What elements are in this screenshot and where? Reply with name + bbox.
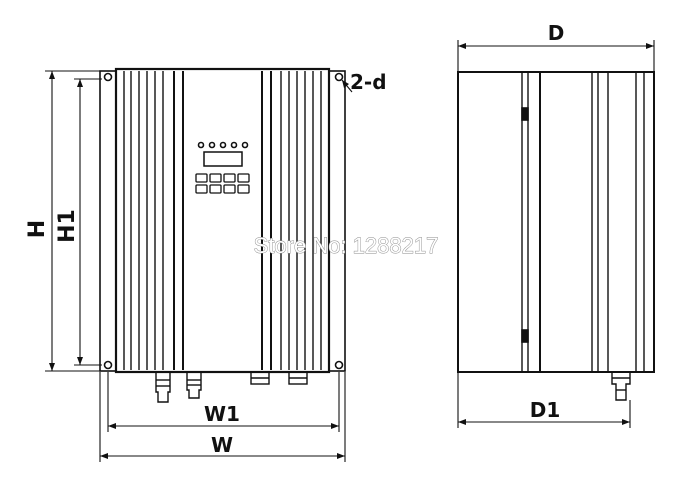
side-view <box>457 71 655 401</box>
led-icon <box>208 141 216 149</box>
side-dimensions <box>457 40 655 428</box>
height-inner-label: H1 <box>55 209 80 243</box>
bracket-tab <box>521 107 529 121</box>
height-label: H <box>25 220 50 238</box>
mounting-hole-icon <box>103 72 113 82</box>
right-heatsink-fins <box>261 71 322 370</box>
led-icon <box>241 141 249 149</box>
bottom-connectors <box>155 371 308 403</box>
left-mounting-plate <box>99 70 117 372</box>
store-watermark: Store No: 1288217 <box>254 233 439 258</box>
mounting-hole-icon <box>103 360 113 370</box>
width-inner-label: W1 <box>204 402 240 426</box>
mounting-hole-icon <box>334 360 344 370</box>
dimension-arrows <box>49 71 349 459</box>
side-housing <box>457 71 655 373</box>
indicator-leds <box>197 141 249 149</box>
led-icon <box>230 141 238 149</box>
front-view <box>99 67 346 403</box>
side-connector <box>611 372 631 401</box>
control-keypad <box>195 173 250 194</box>
cable-gland-left <box>155 372 171 403</box>
front-housing <box>114 67 331 374</box>
front-dimensions <box>45 70 353 462</box>
lcd-display <box>203 151 243 167</box>
bracket-tab <box>521 329 529 343</box>
led-icon <box>197 141 205 149</box>
depth-label: D <box>548 21 565 45</box>
right-mounting-plate <box>328 70 346 372</box>
led-icon <box>219 141 227 149</box>
hole-label: 2-d <box>350 70 387 94</box>
depth-inner-label: D1 <box>530 398 561 422</box>
mounting-hole-icon <box>334 72 344 82</box>
left-heatsink-fins <box>123 71 184 370</box>
width-label: W <box>211 433 233 457</box>
cable-gland-right <box>186 372 202 399</box>
